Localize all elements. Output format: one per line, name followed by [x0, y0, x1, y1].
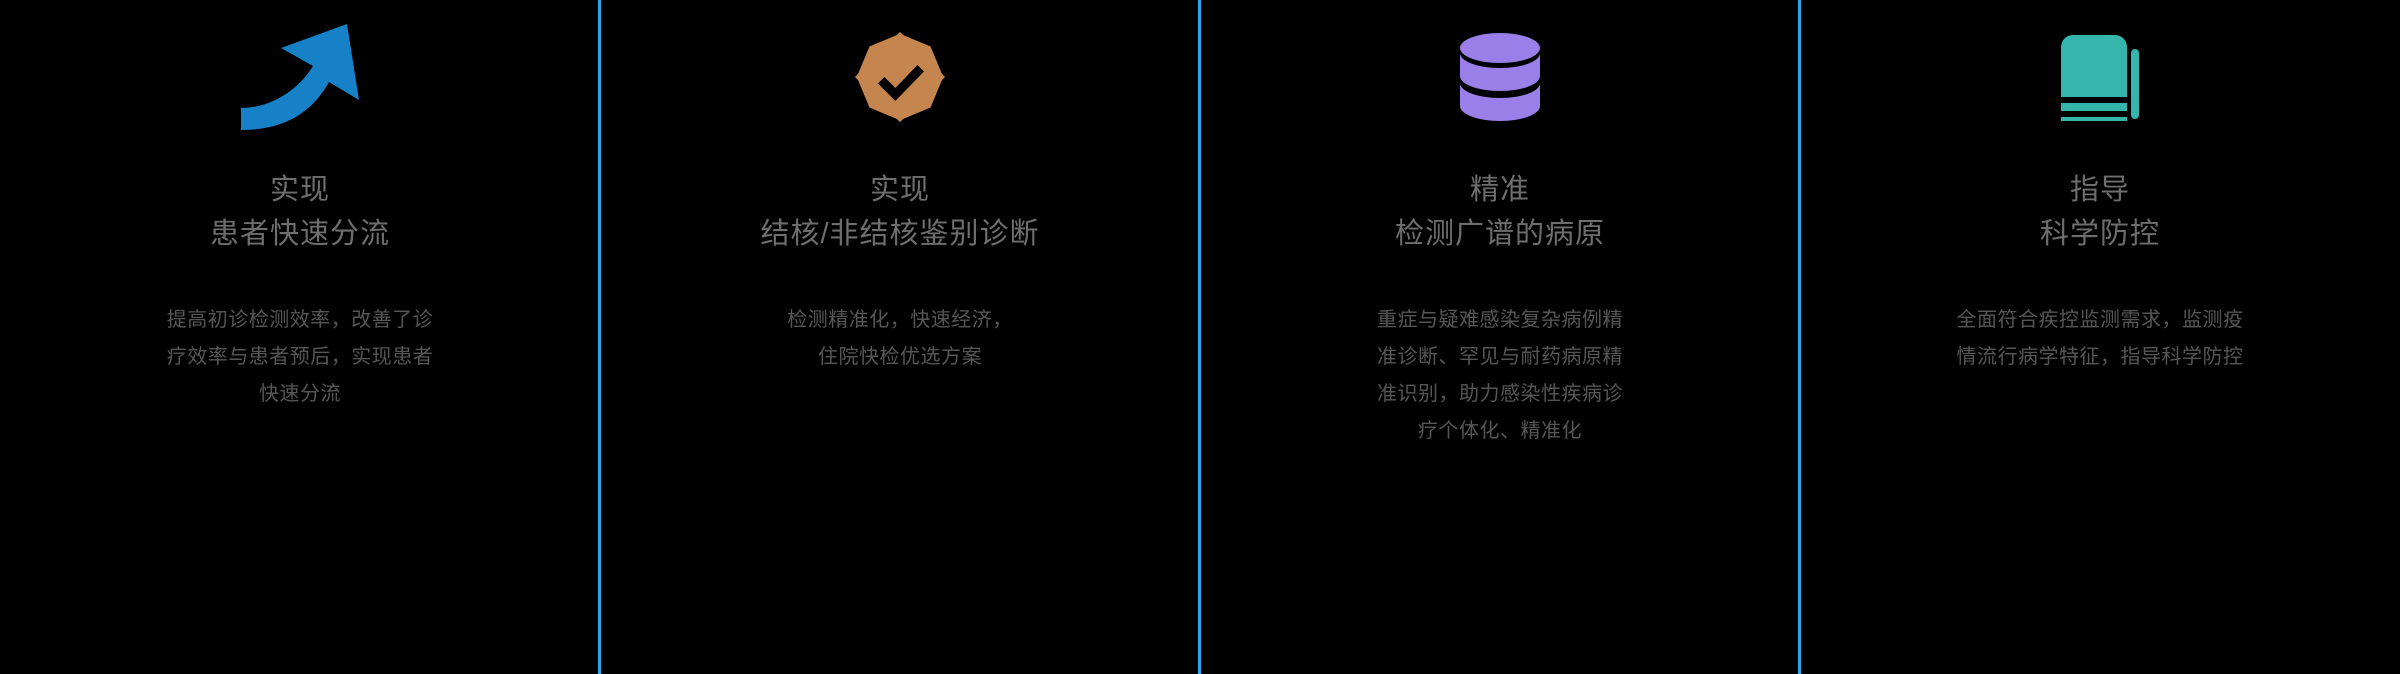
- feature-body-4: 全面符合疾控监测需求，监测疫 情流行病学特征，指导科学防控: [1957, 302, 2244, 376]
- feature-title-1-line-1: 实现: [269, 174, 330, 206]
- feature-title-3: 精准 检测广谱的病原: [1395, 168, 1605, 256]
- feature-title-3-line-1: 精准: [1469, 174, 1530, 206]
- feature-body-3-line-2: 准诊断、罕见与耐药病原精: [1377, 346, 1623, 368]
- column-divider-1: [598, 0, 601, 674]
- feature-column-4: 指导 科学防控 全面符合疾控监测需求，监测疫 情流行病学特征，指导科学防控: [1800, 0, 2400, 674]
- feature-body-3-line-4: 疗个体化、精准化: [1418, 420, 1582, 442]
- feature-column-3: 精准 检测广谱的病原 重症与疑难感染复杂病例精 准诊断、罕见与耐药病原精 准识别…: [1200, 0, 1801, 674]
- book-icon: [1800, 0, 2400, 150]
- feature-title-2: 实现 结核/非结核鉴别诊断: [760, 168, 1039, 256]
- feature-body-1-line-1: 提高初诊检测效率，改善了诊: [166, 309, 434, 331]
- feature-body-4-line-2: 情流行病学特征，指导科学防控: [1956, 346, 2244, 368]
- feature-title-1: 实现 患者快速分流: [210, 168, 390, 256]
- feature-title-4: 指导 科学防控: [2040, 168, 2160, 256]
- feature-title-2-line-2: 结核/非结核鉴别诊断: [760, 218, 1040, 250]
- upward-curved-arrow-icon: [0, 0, 600, 150]
- feature-title-4-line-1: 指导: [2069, 174, 2130, 206]
- feature-body-2-line-1: 检测精准化，快速经济，: [787, 309, 1013, 331]
- verified-badge-check-icon: [600, 0, 1200, 150]
- database-cylinder-icon: [1200, 0, 1800, 150]
- feature-body-3: 重症与疑难感染复杂病例精 准诊断、罕见与耐药病原精 准识别，助力感染性疾病诊 疗…: [1377, 302, 1623, 450]
- column-divider-2: [1198, 0, 1201, 674]
- feature-column-1: 实现 患者快速分流 提高初诊检测效率，改善了诊 疗效率与患者预后，实现患者 快速…: [0, 0, 601, 674]
- feature-title-1-line-2: 患者快速分流: [209, 218, 390, 250]
- feature-body-2: 检测精准化，快速经济， 住院快检优选方案: [787, 302, 1013, 376]
- feature-body-3-line-1: 重症与疑难感染复杂病例精: [1377, 309, 1623, 331]
- feature-body-1-line-3: 快速分流: [259, 383, 341, 405]
- feature-body-4-line-1: 全面符合疾控监测需求，监测疫: [1956, 309, 2244, 331]
- feature-body-2-line-2: 住院快检优选方案: [818, 346, 982, 368]
- feature-body-1: 提高初诊检测效率，改善了诊 疗效率与患者预后，实现患者 快速分流: [167, 302, 434, 413]
- feature-title-3-line-2: 检测广谱的病原: [1394, 218, 1605, 250]
- feature-body-1-line-2: 疗效率与患者预后，实现患者: [166, 346, 434, 368]
- feature-title-2-line-1: 实现: [869, 174, 930, 206]
- feature-title-4-line-2: 科学防控: [2039, 218, 2160, 250]
- feature-body-3-line-3: 准识别，助力感染性疾病诊: [1377, 383, 1623, 405]
- feature-column-2: 实现 结核/非结核鉴别诊断 检测精准化，快速经济， 住院快检优选方案: [600, 0, 1201, 674]
- column-divider-3: [1798, 0, 1801, 674]
